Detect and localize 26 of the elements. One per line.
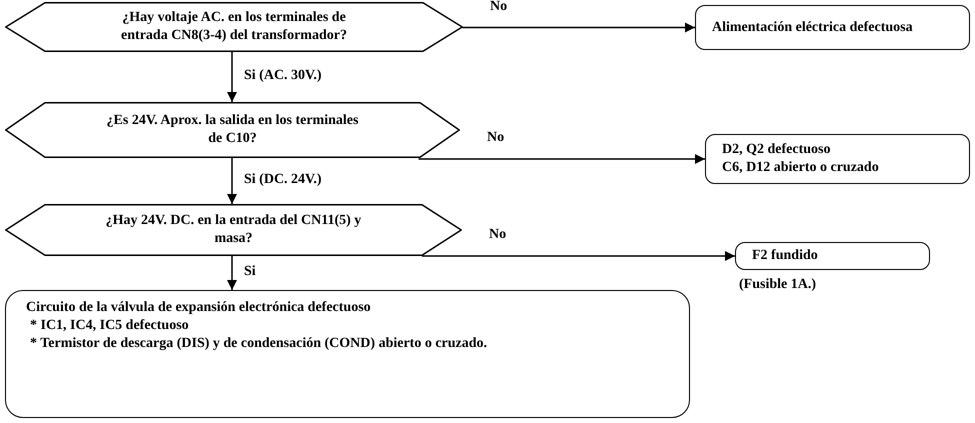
result-text: F2 fundido (752, 247, 819, 265)
arrow (422, 251, 735, 261)
decision-hexagon (5, 102, 460, 158)
result-text: D2, Q2 defectuoso (722, 141, 832, 159)
result-text: * Termistor de descarga (DIS) y de condensación (COND) abierto o cruzado. (29, 335, 488, 353)
decision-hexagon (5, 204, 462, 256)
arrow (462, 22, 695, 32)
edge-label: Si (AC. 30V.) (242, 67, 324, 85)
terminal-box (735, 242, 930, 270)
result-box (5, 290, 690, 418)
result-text: C6, D12 abierto o cruzado (722, 159, 880, 177)
note-text: (Fusible 1A.) (739, 276, 816, 294)
result-text: * IC1, IC4, IC5 defectuoso (29, 317, 190, 335)
terminal-box (695, 5, 970, 50)
question-text: ¿Es 24V. Aprox. la salida en los terminales de C10? (106, 112, 360, 148)
arrow (227, 52, 237, 102)
decision-hexagon (5, 2, 463, 52)
result-text: Circuito de la válvula de expansión electrónica defectuoso (26, 299, 372, 317)
arrow (418, 154, 705, 164)
question-text: ¿Hay 24V. DC. en la entrada del CN11(5) y masa? (104, 212, 362, 248)
result-text: Alimentación eléctrica defectuosa (712, 18, 914, 36)
question-text: ¿Hay voltaje AC. en los terminales de entrada CN8(3-4) del transformador? (120, 9, 348, 45)
edge-label: Si (DC. 24V.) (242, 171, 324, 189)
terminal-box (705, 134, 970, 184)
arrow (227, 256, 237, 290)
arrow (227, 158, 237, 204)
